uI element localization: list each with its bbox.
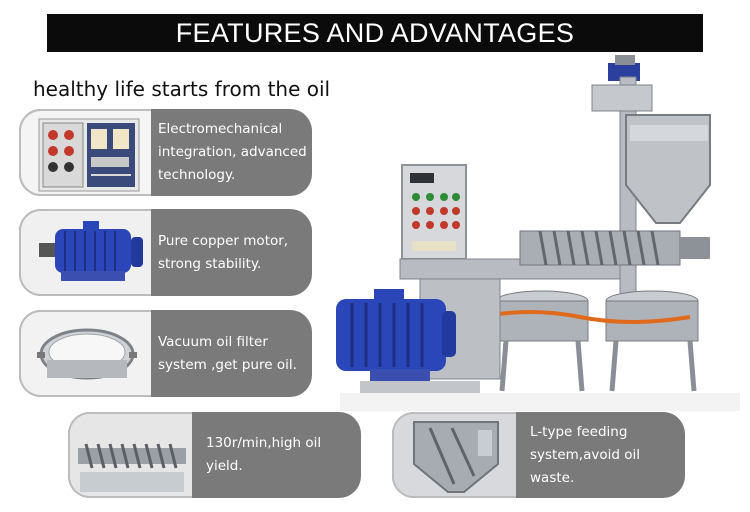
oil-press-machine-icon bbox=[330, 55, 750, 415]
feature-card-yield: 130r/min,high oil yield. bbox=[68, 412, 361, 498]
feature-card-feeding: L-type feeding system,avoid oil waste. bbox=[392, 412, 685, 498]
feature-text: Vacuum oil filter system ,get pure oil. bbox=[158, 333, 297, 373]
feature-text: L-type feeding system,avoid oil waste. bbox=[530, 423, 640, 486]
feature-card-integration: Electromechanical integration, advanced … bbox=[19, 109, 312, 196]
feature-text: Pure copper motor, strong stability. bbox=[158, 232, 289, 272]
feature-card-motor: Pure copper motor, strong stability. bbox=[19, 209, 312, 296]
control-cabinet-icon bbox=[19, 109, 151, 196]
feature-text: Electromechanical integration, advanced … bbox=[158, 121, 307, 183]
feed-hopper-icon bbox=[392, 412, 516, 498]
oil-filter-icon bbox=[19, 310, 151, 397]
press-screw-icon bbox=[68, 412, 192, 498]
banner-title: FEATURES AND ADVANTAGES bbox=[175, 17, 575, 48]
feature-text: 130r/min,high oil yield. bbox=[206, 435, 322, 474]
header-banner: FEATURES AND ADVANTAGES bbox=[47, 14, 703, 52]
electric-motor-icon bbox=[19, 209, 151, 296]
feature-card-filter: Vacuum oil filter system ,get pure oil. bbox=[19, 310, 312, 397]
tagline: healthy life starts from the oil bbox=[33, 77, 331, 101]
